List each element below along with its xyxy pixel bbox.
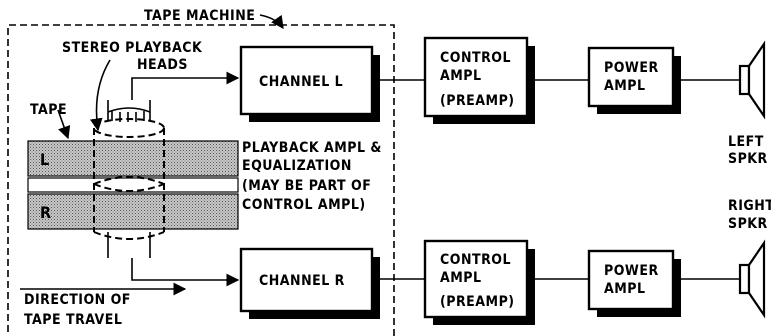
playback-note-line3: (MAY BE PART OF [242, 178, 371, 194]
track-label-right: R [40, 203, 52, 222]
power-ampl-r-line1: POWER [604, 263, 659, 279]
control-ampl-r-line3: (PREAMP) [440, 294, 515, 310]
heads-pointer [89, 59, 111, 132]
control-ampl-l-line2: AMPL [440, 68, 482, 84]
left-speaker-line2: SPKR [728, 151, 768, 167]
tape-track-right [27, 193, 239, 230]
right-speaker-line2: SPKR [728, 216, 768, 232]
playback-note-line4: CONTROL AMPL) [242, 197, 366, 213]
right-speaker-icon [738, 239, 766, 319]
tape-center-gap [27, 177, 239, 193]
right-speaker-line1: RIGHT [728, 198, 771, 214]
left-speaker-icon [738, 40, 766, 120]
control-ampl-r-line2: AMPL [440, 270, 482, 286]
tape-track-left [27, 140, 239, 177]
tape-label: TAPE [30, 102, 67, 118]
tape-pointer [57, 109, 71, 140]
control-ampl-l-line1: CONTROL [440, 50, 511, 66]
track-label-left: L [40, 150, 50, 169]
playback-note-line2: EQUALIZATION [242, 158, 352, 174]
playback-head [93, 100, 165, 258]
direction-label-line2: TAPE TRAVEL [24, 312, 122, 328]
channel-l-block: CHANNEL L [239, 45, 380, 122]
power-ampl-l-line2: AMPL [604, 78, 646, 94]
power-ampl-r-line2: AMPL [604, 281, 646, 297]
channel-r-label: CHANNEL R [259, 273, 345, 289]
playback-note-line1: PLAYBACK AMPL & [242, 140, 382, 156]
control-ampl-r-line1: CONTROL [440, 252, 511, 268]
control-ampl-r-block: CONTROL AMPL (PREAMP) [423, 239, 535, 325]
tape-machine-boundary [7, 24, 395, 336]
tape-machine-arrow [259, 14, 284, 30]
control-ampl-l-block: CONTROL AMPL (PREAMP) [423, 36, 535, 124]
feed-line-right [131, 258, 240, 287]
heads-label-line2: HEADS [137, 57, 188, 73]
control-ampl-l-line3: (PREAMP) [440, 93, 515, 109]
heads-label-line1: STEREO PLAYBACK [62, 40, 203, 56]
channel-r-block: CHANNEL R [239, 247, 380, 319]
power-ampl-r-block: POWER AMPL [587, 249, 681, 317]
tape-machine-label: TAPE MACHINE [144, 8, 255, 24]
power-ampl-l-line1: POWER [604, 60, 659, 76]
feed-line-left [131, 71, 240, 100]
left-speaker-line1: LEFT [728, 134, 764, 150]
channel-l-label: CHANNEL L [259, 74, 343, 90]
direction-label-line1: DIRECTION OF [24, 292, 131, 308]
power-ampl-l-block: POWER AMPL [587, 46, 681, 114]
